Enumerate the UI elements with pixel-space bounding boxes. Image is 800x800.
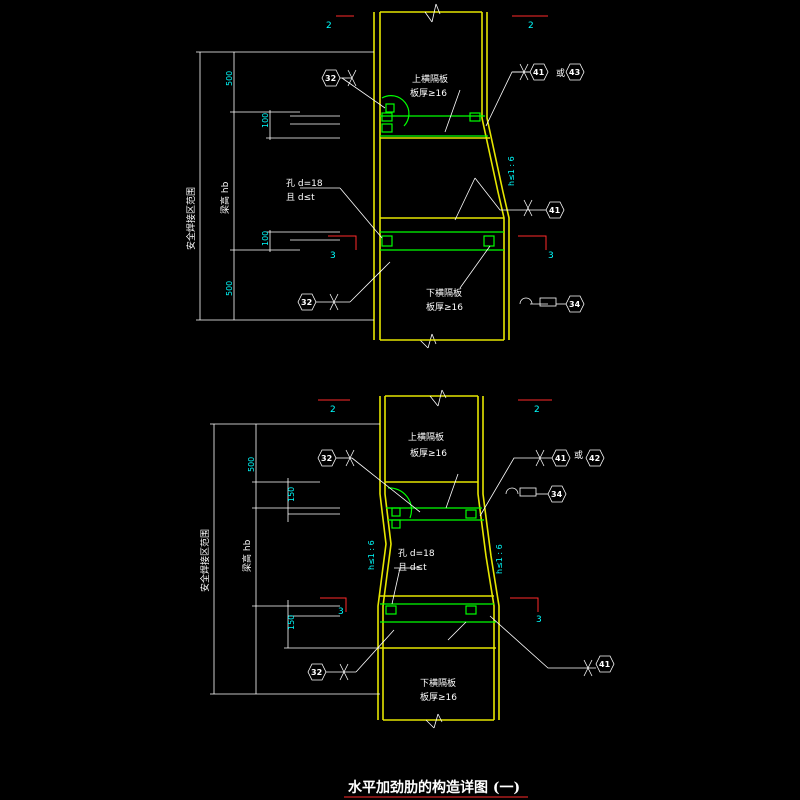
top-bubble-4: 41 [523, 199, 565, 219]
bottom-lower-stiffener [380, 595, 496, 649]
top-cut-label-mid-right: 3 [548, 251, 554, 261]
svg-text:34: 34 [569, 300, 581, 309]
top-lower-thickness-label: 板厚≥16 [426, 301, 463, 313]
top-bubble-1: 32 [321, 69, 357, 87]
drawing-title: 水平加劲肋的构造详图 (一) [348, 779, 520, 796]
top-dim-500-lower: 500 [225, 281, 234, 296]
bottom-upper-thickness-label: 板厚≥16 [410, 447, 447, 459]
bottom-bubble-5: 32 [307, 663, 356, 681]
bottom-dim-500: 500 [247, 457, 256, 472]
bottom-column-outline [377, 389, 500, 729]
top-column-outline [373, 3, 510, 349]
bottom-upper-stiffener [385, 481, 484, 529]
detail-top: 2 2 3 3 上横隔板 板厚≥16 孔 d=18 且 d≤t 下横隔板 板厚≥… [185, 3, 585, 349]
top-leaders [300, 71, 548, 305]
bottom-safe-zone-label: 安全焊接区范围 [199, 529, 211, 592]
top-bubble-6: 34 [539, 295, 585, 313]
top-safe-zone-label: 安全焊接区范围 [185, 187, 197, 250]
bottom-upper-plate-label: 上横隔板 [408, 431, 444, 443]
svg-text:34: 34 [551, 490, 563, 499]
top-bubble-5: 32 [297, 293, 350, 311]
svg-text:32: 32 [325, 74, 336, 83]
top-cut-marks [328, 15, 548, 250]
bottom-lower-thickness-label: 板厚≥16 [420, 691, 457, 703]
top-dim-100-lower: 100 [261, 231, 270, 246]
bottom-bubble-2: 41 [530, 449, 571, 467]
top-slope-label: h≤1 : 6 [507, 156, 516, 186]
bottom-cut-marks [318, 399, 552, 612]
top-dimensions [196, 51, 374, 321]
top-upper-stiffener [380, 95, 488, 137]
top-cut-label-mid-left: 3 [330, 251, 336, 261]
svg-text:42: 42 [589, 454, 600, 463]
svg-text:32: 32 [301, 298, 312, 307]
top-bubble-2: 41 [512, 63, 549, 81]
svg-text:32: 32 [311, 668, 322, 677]
svg-text:41: 41 [599, 660, 611, 669]
bottom-hole-label: 孔 d=18 [398, 548, 435, 559]
bottom-or-label: 或 [574, 449, 583, 461]
top-upper-plate-label: 上横隔板 [412, 73, 448, 85]
bottom-cut-label-top-right: 2 [534, 405, 540, 415]
top-lower-stiffener [380, 217, 504, 251]
bottom-floor-height-label: 梁高 hb [241, 539, 253, 572]
svg-text:43: 43 [569, 68, 580, 77]
bottom-slope-right-label: h≤1 : 6 [495, 544, 504, 574]
svg-text:41: 41 [555, 454, 567, 463]
bottom-bubble-4: 34 [536, 485, 567, 503]
top-lower-plate-label: 下横隔板 [426, 287, 462, 299]
top-floor-height-label: 梁高 hb [219, 181, 231, 214]
svg-text:41: 41 [533, 68, 545, 77]
top-or-label: 或 [556, 67, 565, 79]
bottom-bubble-3: 42 [585, 449, 605, 467]
bottom-slope-left-label: h≤1 : 6 [367, 540, 376, 570]
bottom-lower-plate-label: 下横隔板 [420, 677, 456, 689]
bottom-bubble-6: 41 [578, 655, 615, 677]
bottom-leaders [351, 457, 578, 673]
top-dim-100-upper: 100 [261, 113, 270, 128]
top-hole-label: 孔 d=18 [286, 178, 323, 189]
bottom-dimensions [210, 423, 380, 695]
bottom-cut-label-top-left: 2 [330, 405, 336, 415]
bottom-hole-condition-label: 且 d≤t [398, 562, 427, 573]
top-bubble-3: 43 [565, 63, 585, 81]
top-dim-500-upper: 500 [225, 71, 234, 86]
top-upper-thickness-label: 板厚≥16 [410, 87, 447, 99]
detail-bottom: 2 2 3 3 上横隔板 板厚≥16 孔 d=18 且 d≤t 下横隔板 板厚≥… [199, 389, 615, 729]
top-hole-condition-label: 且 d≤t [286, 192, 315, 203]
top-cut-label-top-left: 2 [326, 21, 332, 31]
top-cut-label-top-right: 2 [528, 21, 534, 31]
svg-text:32: 32 [321, 454, 332, 463]
bottom-dim-150-upper: 150 [287, 487, 296, 502]
bottom-cut-label-mid-left: 3 [338, 607, 344, 617]
bottom-cut-label-mid-right: 3 [536, 615, 542, 625]
svg-text:41: 41 [549, 206, 561, 215]
bottom-dim-150-lower: 150 [287, 615, 296, 630]
bottom-bubble-1: 32 [317, 449, 355, 467]
